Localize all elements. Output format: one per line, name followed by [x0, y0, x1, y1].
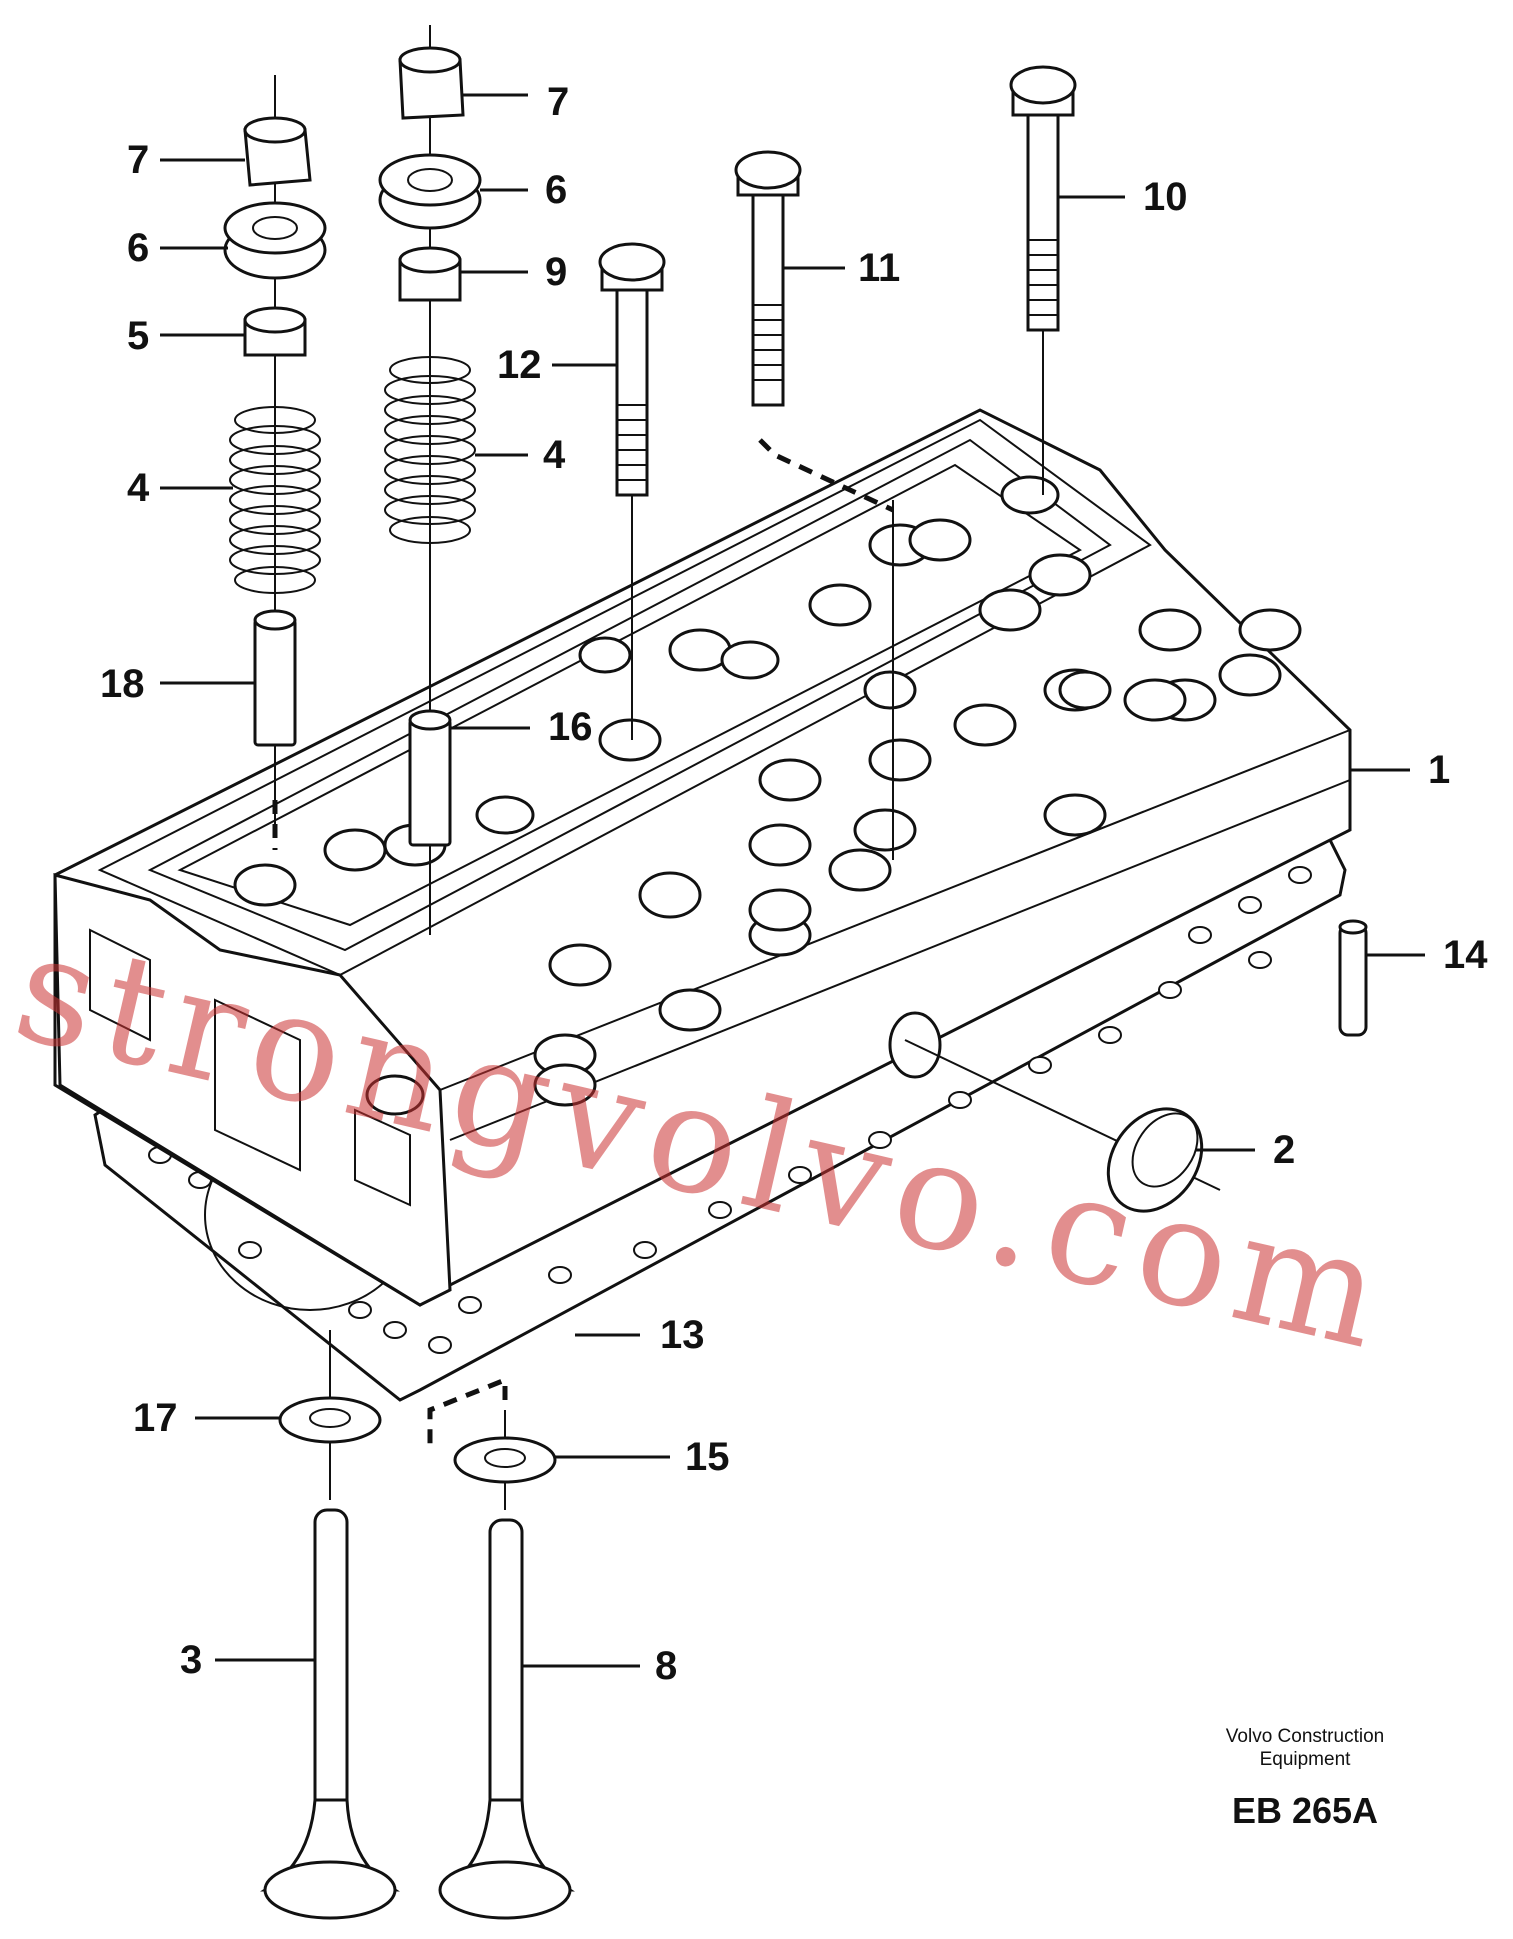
manufacturer-label: Volvo Construction Equipment — [1225, 1726, 1385, 1770]
bolt-10 — [1009, 65, 1077, 332]
callout-18: 18 — [100, 662, 145, 706]
callout-12: 12 — [497, 343, 542, 387]
valve-guide-16 — [408, 709, 452, 847]
callout-7-middle: 7 — [547, 80, 570, 124]
callout-leaders — [160, 93, 1425, 1668]
spring-retainer-left — [223, 201, 327, 280]
callout-15: 15 — [685, 1435, 730, 1479]
valve-collet-left — [243, 116, 312, 187]
callout-1: 1 — [1428, 748, 1451, 792]
callout-14: 14 — [1443, 933, 1488, 977]
bolt-11 — [734, 150, 802, 407]
callout-10: 10 — [1143, 175, 1188, 219]
valve-spring-left — [229, 406, 321, 594]
callout-11: 11 — [858, 246, 901, 290]
washer-15 — [453, 1436, 557, 1484]
valve-3 — [260, 1508, 400, 1920]
sealing-ring-2 — [1106, 1107, 1204, 1213]
valve-guide-left — [253, 609, 297, 747]
valve-8 — [438, 1518, 575, 1920]
spring-retainer-middle — [378, 153, 482, 230]
seal-left — [243, 306, 307, 357]
valve-spring-middle — [384, 356, 476, 544]
callout-6-middle: 6 — [545, 168, 568, 212]
seal-9 — [398, 246, 462, 302]
callout-6-left: 6 — [127, 226, 150, 270]
callout-16: 16 — [548, 705, 593, 749]
callout-5: 5 — [127, 314, 150, 358]
callout-8: 8 — [655, 1644, 678, 1688]
drawing-code: EB 265A — [1231, 1790, 1379, 1831]
valve-collet-middle — [398, 46, 465, 120]
cylinder-head — [53, 408, 1352, 1307]
callout-4-middle: 4 — [543, 433, 566, 477]
callout-13: 13 — [660, 1313, 705, 1357]
bolt-12 — [598, 242, 666, 497]
callout-9: 9 — [545, 250, 568, 294]
callout-3: 3 — [180, 1638, 203, 1682]
callout-2: 2 — [1273, 1128, 1296, 1172]
washer-17 — [278, 1396, 382, 1444]
callout-7-left: 7 — [127, 138, 150, 182]
dowel-pin-14 — [1338, 919, 1368, 1037]
callout-17: 17 — [133, 1396, 178, 1440]
callout-4-left: 4 — [127, 466, 150, 510]
